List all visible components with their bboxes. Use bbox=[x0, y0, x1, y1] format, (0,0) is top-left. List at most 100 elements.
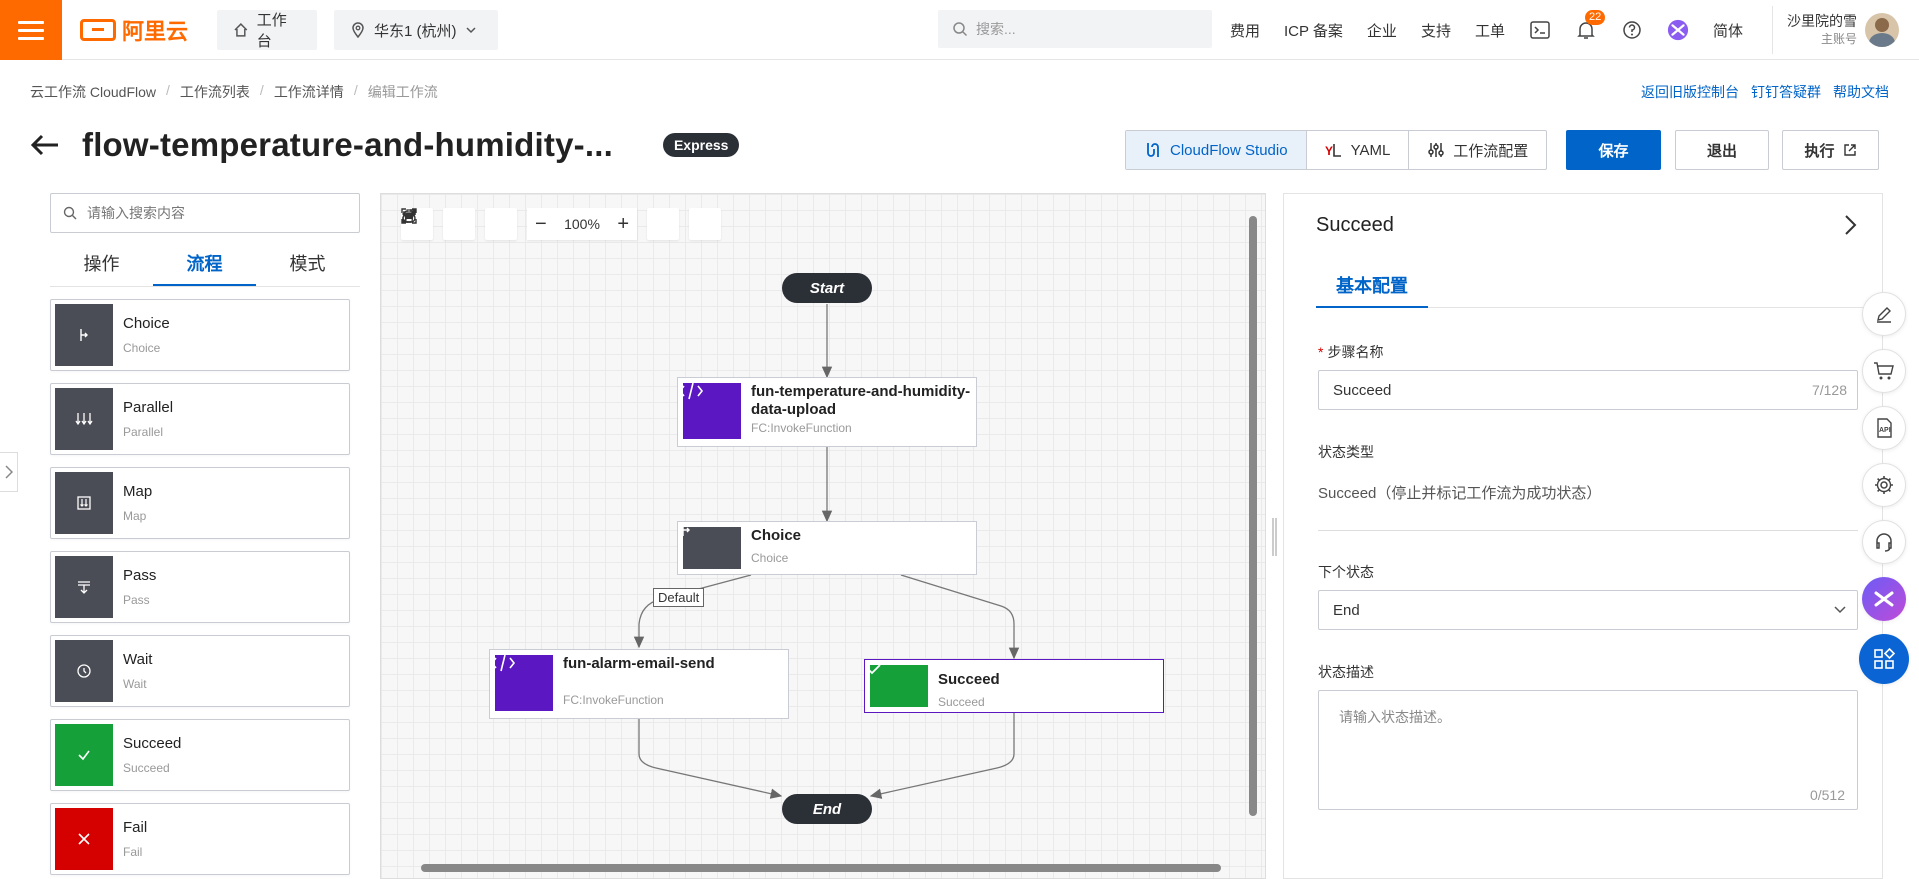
ai-assistant-icon[interactable] bbox=[1667, 19, 1689, 41]
view-mode-group: CloudFlow Studio Y YAML 工作流配置 bbox=[1125, 130, 1548, 170]
workflow-config-button[interactable]: 工作流配置 bbox=[1409, 131, 1546, 169]
fit-view-icon[interactable] bbox=[401, 208, 679, 240]
workbench-button[interactable]: 工作台 bbox=[217, 10, 317, 50]
breadcrumb-cloudflow[interactable]: 云工作流 CloudFlow bbox=[30, 84, 157, 100]
bell-icon[interactable]: 22 bbox=[1575, 10, 1606, 41]
node-type: FC:InvokeFunction bbox=[563, 693, 664, 707]
link-dingtalk-group[interactable]: 钉钉答疑群 bbox=[1751, 84, 1821, 100]
global-search-input[interactable]: 搜索... bbox=[938, 10, 1212, 48]
edge-choice-to-succeed bbox=[900, 574, 1020, 660]
vertical-scrollbar[interactable] bbox=[1249, 216, 1257, 816]
top-link-enterprise[interactable]: 企业 bbox=[1366, 22, 1397, 40]
start-node[interactable]: Start bbox=[782, 273, 872, 303]
back-arrow-icon[interactable] bbox=[30, 130, 60, 160]
edit-icon[interactable] bbox=[1862, 292, 1906, 336]
exit-button[interactable]: 退出 bbox=[1675, 130, 1769, 170]
express-badge: Express bbox=[662, 133, 740, 157]
node-title: Succeed bbox=[938, 671, 1000, 688]
tab-basic-config[interactable]: 基本配置 bbox=[1316, 266, 1428, 308]
zoom-in-icon[interactable]: + bbox=[617, 212, 629, 235]
description-textarea[interactable]: 请输入状态描述。 0/512 bbox=[1318, 690, 1858, 810]
breadcrumb-workflow-list[interactable]: 工作流列表 bbox=[179, 84, 250, 100]
canvas-toolbar: − 100% + bbox=[401, 208, 721, 240]
delete-icon[interactable] bbox=[403, 208, 517, 240]
fullscreen-icon[interactable] bbox=[402, 208, 721, 240]
title-row: flow-temperature-and-humidity-... Expres… bbox=[30, 126, 740, 164]
end-node[interactable]: End bbox=[782, 794, 872, 824]
horizontal-scrollbar[interactable] bbox=[421, 864, 1221, 872]
step-type: Pass bbox=[123, 593, 150, 607]
save-button[interactable]: 保存 bbox=[1566, 130, 1661, 170]
node-type: FC:InvokeFunction bbox=[751, 421, 852, 435]
redo-icon[interactable] bbox=[402, 208, 475, 240]
map-icon bbox=[55, 472, 113, 534]
panel-resize-handle[interactable] bbox=[1272, 518, 1277, 556]
palette-search-input[interactable]: 请输入搜索内容 bbox=[50, 193, 360, 233]
floating-toolbar: API bbox=[1859, 292, 1910, 684]
divider bbox=[1318, 530, 1858, 531]
run-button[interactable]: 执行 bbox=[1782, 130, 1879, 170]
tab-flow[interactable]: 流程 bbox=[153, 243, 256, 286]
workflow-canvas[interactable]: − 100% + Start fun-temperature-and-humid… bbox=[380, 193, 1266, 879]
zoom-out-icon[interactable]: − bbox=[535, 212, 547, 235]
top-link-support[interactable]: 支持 bbox=[1420, 22, 1451, 40]
chevron-down-icon bbox=[465, 27, 476, 34]
link-help-docs[interactable]: 帮助文档 bbox=[1833, 84, 1889, 100]
cloudflow-studio-button[interactable]: CloudFlow Studio bbox=[1126, 131, 1307, 169]
breadcrumb-workflow-detail[interactable]: 工作流详情 bbox=[273, 84, 344, 100]
gear-icon[interactable] bbox=[1862, 463, 1906, 507]
user-account[interactable]: 沙里院的雪 主账号 bbox=[1772, 6, 1919, 54]
expand-panel-chevron-icon[interactable] bbox=[0, 452, 18, 492]
step-name: Map bbox=[123, 483, 153, 500]
aliyun-logo[interactable]: 阿里云 bbox=[80, 14, 188, 46]
ai-assistant-icon[interactable] bbox=[1862, 577, 1906, 621]
region-selector[interactable]: 华东1 (杭州) bbox=[334, 10, 498, 50]
avatar[interactable] bbox=[1865, 13, 1899, 47]
next-state-select[interactable]: End bbox=[1318, 590, 1858, 630]
edge-alarm-to-end bbox=[638, 718, 783, 799]
tab-patterns[interactable]: 模式 bbox=[289, 254, 326, 274]
config-panel-title: Succeed bbox=[1316, 213, 1394, 236]
step-name-input[interactable]: Succeed 7/128 bbox=[1318, 370, 1858, 410]
node-alarm-function[interactable]: fun-alarm-email-send FC:InvokeFunction bbox=[489, 649, 789, 719]
step-name: Parallel bbox=[123, 399, 174, 416]
edge-choice-to-alarm bbox=[633, 574, 752, 649]
menu-icon[interactable] bbox=[0, 0, 62, 60]
terminal-icon[interactable] bbox=[1529, 19, 1551, 41]
apps-grid-icon[interactable] bbox=[1859, 634, 1909, 684]
chevron-right-icon[interactable] bbox=[1844, 214, 1858, 236]
zoom-control: − 100% + bbox=[527, 208, 637, 240]
cart-icon[interactable] bbox=[1862, 349, 1906, 393]
function-icon bbox=[678, 382, 741, 439]
workbench-label: 工作台 bbox=[256, 12, 287, 50]
node-title-line2: data-upload bbox=[751, 401, 836, 418]
node-choice[interactable]: Choice Choice bbox=[677, 521, 977, 575]
top-link-icp[interactable]: ICP 备案 bbox=[1284, 22, 1343, 40]
yaml-button[interactable]: Y YAML bbox=[1307, 131, 1410, 169]
description-placeholder: 请输入状态描述。 bbox=[1339, 709, 1451, 725]
header-links: 返回旧版控制台 钉钉答疑群 帮助文档 bbox=[1641, 82, 1889, 102]
step-name: Choice bbox=[123, 315, 170, 332]
search-icon bbox=[953, 22, 968, 37]
tab-operations[interactable]: 操作 bbox=[83, 254, 120, 274]
headset-icon[interactable] bbox=[1862, 520, 1906, 564]
top-link-billing[interactable]: 费用 bbox=[1230, 22, 1261, 40]
state-type-label: 状态类型 bbox=[1318, 444, 1374, 460]
link-old-console[interactable]: 返回旧版控制台 bbox=[1641, 84, 1739, 100]
api-icon[interactable]: API bbox=[1862, 406, 1906, 450]
top-link-ticket[interactable]: 工单 bbox=[1474, 22, 1505, 40]
studio-icon bbox=[1147, 143, 1159, 157]
help-icon[interactable] bbox=[1621, 19, 1643, 41]
node-upload-function[interactable]: fun-temperature-and-humidity- data-uploa… bbox=[677, 377, 977, 447]
logo-mark-icon bbox=[80, 19, 116, 41]
node-succeed-selected[interactable]: Succeed Succeed bbox=[864, 659, 1164, 713]
language-switch[interactable]: 简体 bbox=[1712, 22, 1743, 40]
next-state-value: End bbox=[1333, 601, 1360, 619]
